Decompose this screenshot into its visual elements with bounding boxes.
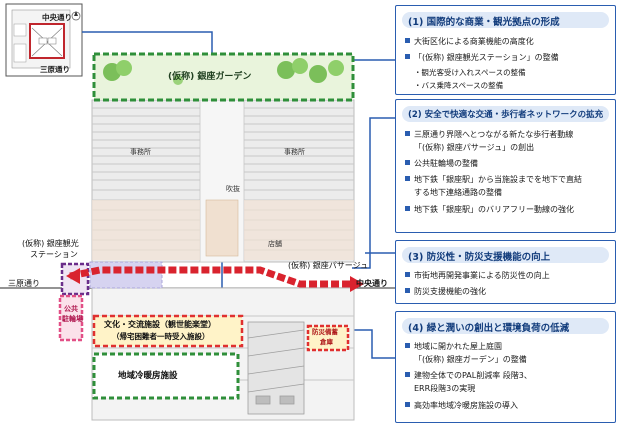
panel-2-item: 地下鉄「銀座駅」から当施設までを地下で直結 [405,175,582,184]
panel-4-item: 高効率地域冷暖房施設の導入 [405,401,518,410]
panel-greenery-environment: (4) 緑と潤いの創出と環境負荷の低減 地域に開かれた屋上庭園 「(仮称) 銀座… [395,311,616,423]
panel-4-continuation: ERR段階3の実現 [414,384,476,393]
panel-2-title: (2) 安全で快適な交通・歩行者ネットワークの拡充 [408,110,604,120]
panel-1-item: 「(仮称) 銀座観光ステーション」の整備 [405,53,559,62]
panel-3-title: (3) 防災性・防災支援機能の向上 [408,252,551,263]
culture-facility-label-1: 文化・交流施設（観世能楽堂） [104,320,216,329]
public-parking-box [58,294,84,342]
map-street-top: 中央通り [42,13,72,22]
panel-3-header: (3) 防災性・防災支援機能の向上 [402,247,609,263]
panel-4-item: 地域に開かれた屋上庭園 [405,342,502,351]
panel-1-item: 大街区化による商業機能の高度化 [405,37,534,46]
building-section-diagram [0,3,400,421]
street-left-label: 三原通り [8,279,40,288]
panel-1-header: (1) 国際的な商業・観光拠点の形成 [402,12,609,28]
panel-3-item: 防災支援機能の強化 [405,287,486,296]
panel-disaster-prevention: (3) 防災性・防災支援機能の向上 市街地再開発事業による防災性の向上 防災支援… [395,240,616,304]
panel-2-continuation: 「(仮称) 銀座パサージュ」の創出 [414,143,535,152]
district-heating-label: 地域冷暖房施設 [118,371,178,381]
rooftop-garden [92,52,355,102]
panel-4-header: (4) 緑と潤いの創出と環境負荷の低減 [402,318,609,334]
site-plan-inset [5,3,83,77]
office-right-label: 事務所 [284,148,305,156]
panel-1-title: (1) 国際的な商業・観光拠点の形成 [408,17,560,28]
panel-commerce-tourism: (1) 国際的な商業・観光拠点の形成 大街区化による商業機能の高度化 「(仮称)… [395,5,616,95]
panel-4-title: (4) 緑と潤いの創出と環境負荷の低減 [408,323,570,334]
panel-1-subitem: ・バス乗降スペースの整備 [414,81,504,90]
panel-2-item: 三原通り界隈へとつながる新たな歩行者動線 [404,130,574,139]
garden-label: (仮称) 銀座ガーデン [168,72,252,82]
office-left-label: 事務所 [130,148,151,156]
panel-pedestrian-network: (2) 安全で快適な交通・歩行者ネットワークの拡充 三原通り界隈へとつながる新た… [395,99,616,233]
public-parking-label-2: 駐輪場 [62,315,83,323]
passage-label: (仮称) 銀座パサージュ [288,261,369,270]
tourist-station-label-2: ステーション [30,250,78,259]
panel-2-item: 公共駐輪場の整備 [405,159,478,168]
tourist-station-label-1: (仮称) 銀座観光 [22,239,79,248]
panel-4-continuation: 「(仮称) 銀座ガーデン」の整備 [414,355,527,364]
parking-ramp [247,321,305,415]
panel-1-subitem: ・観光客受け入れスペースの整備 [414,68,526,77]
disaster-storage-label-1: 防災備蓄 [312,328,338,336]
street-right-label: 中央通り [356,279,388,288]
culture-facility-label-2: （帰宅困難者一時受入施設） [112,332,210,341]
panel-4-item: 建物全体でのPAL削減率 段階3、 [405,371,532,380]
panel-2-header: (2) 安全で快適な交通・歩行者ネットワークの拡充 [402,106,609,122]
atrium-label: 吹抜 [226,185,240,193]
district-heating-box [92,352,240,400]
disaster-storage-label-2: 倉庫 [320,338,333,346]
panel-2-item: 地下鉄「銀座駅」のバリアフリー動線の強化 [405,205,574,214]
panel-2-continuation: する地下連絡通路の整備 [414,188,502,197]
passage-route [66,266,364,292]
panel-3-item: 市街地再開発事業による防災性の向上 [405,271,550,280]
map-street-bottom: 三原通り [40,65,70,74]
public-parking-label-1: 公共 [64,305,78,313]
shops-label: 店舗 [268,240,282,248]
disaster-storage-box [306,324,350,352]
culture-facility-box [92,314,244,348]
